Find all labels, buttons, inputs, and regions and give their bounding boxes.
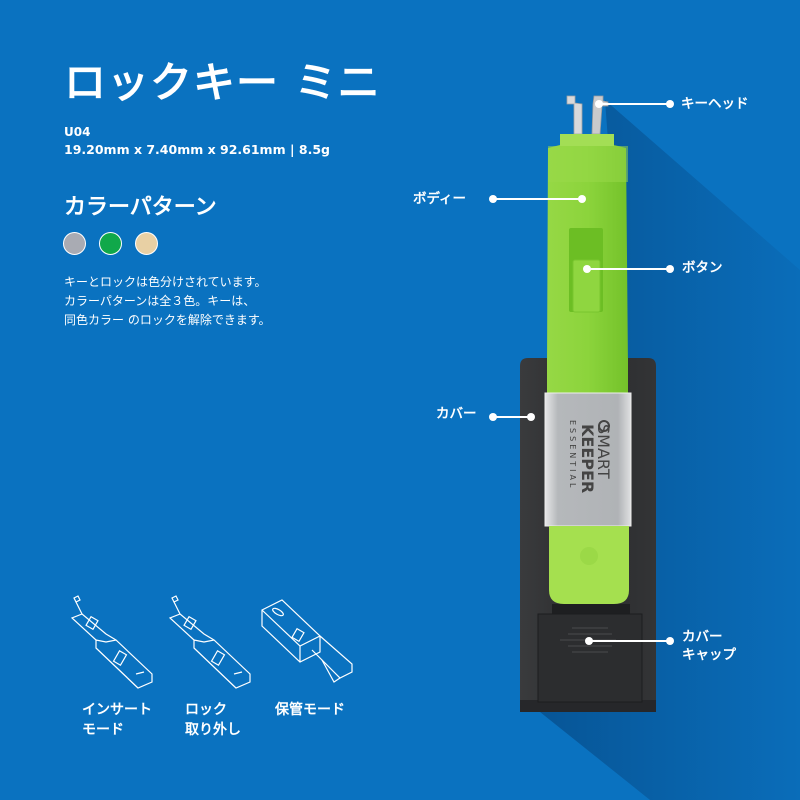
swatch-green[interactable] (99, 232, 122, 255)
swatch-beige[interactable] (135, 232, 158, 255)
product-title: ロックキー ミニ (64, 58, 381, 107)
cover-cap-end-dot (666, 637, 674, 645)
svg-text:KEEPER: KEEPER (578, 424, 597, 493)
body-label: ボディー (413, 191, 467, 207)
svg-text:ESSENTIAL: ESSENTIAL (568, 420, 577, 490)
color-pattern-heading: カラーパターン (64, 195, 217, 220)
insert-mode-label: インサート モード (82, 702, 152, 738)
cover-cap-line (589, 640, 671, 642)
body-end-dot (578, 195, 586, 203)
cover-line (493, 416, 529, 418)
insert-mode-icon (70, 595, 153, 689)
key-head-line (600, 103, 668, 105)
cover-label: カバー (436, 406, 477, 422)
cover-cap-label: カバー キャップ (682, 629, 736, 663)
insert-mode-illustration (66, 592, 156, 692)
body-line (493, 198, 581, 200)
color-swatches (63, 232, 158, 255)
storage-mode-icon (261, 599, 353, 683)
cover-end-dot (527, 413, 535, 421)
storage-mode-label: 保管モード (275, 702, 345, 718)
brand-logo: SMART KEEPER ESSENTIAL (568, 420, 613, 493)
button-line (587, 268, 669, 270)
svg-text:SMART: SMART (594, 424, 613, 479)
button-end-dot (666, 265, 674, 273)
key-head-end-dot (666, 100, 674, 108)
color-pattern-description: キーとロックは色分けされています。 カラーパターンは全３色。キーは、 同色カラー… (64, 275, 271, 327)
swatch-gray[interactable] (63, 232, 86, 255)
button-label: ボタン (682, 260, 723, 276)
key-head-label: キーヘッド (681, 96, 749, 112)
lock-removal-illustration (164, 592, 254, 692)
product-dimensions: 19.20mm x 7.40mm x 92.61mm | 8.5g (64, 142, 330, 157)
storage-mode-illustration (260, 592, 360, 692)
model-number: U04 (64, 125, 91, 139)
lock-removal-icon (168, 595, 251, 689)
lock-removal-label: ロック 取り外し (185, 702, 241, 738)
key-head-dot (595, 100, 603, 108)
